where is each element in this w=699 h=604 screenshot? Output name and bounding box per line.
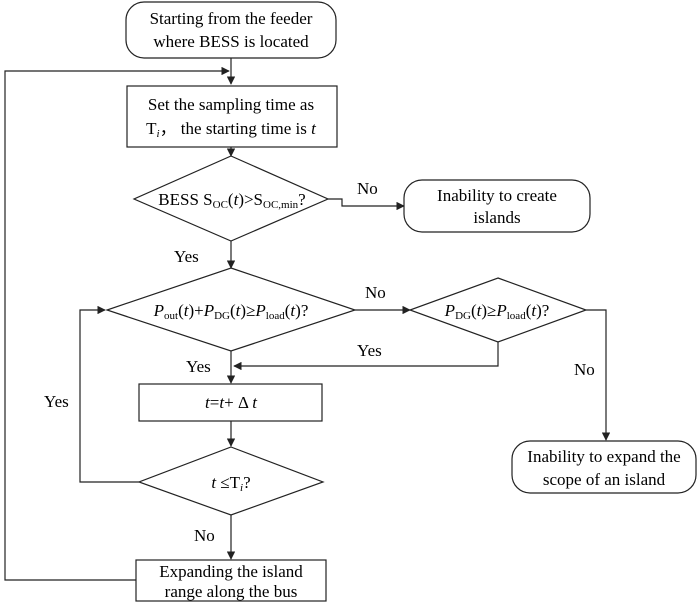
node-dg-check: PDG(t)≥Pload(t)? — [408, 277, 588, 343]
node-no-expand: Inability to expand the scope of an isla… — [511, 440, 697, 494]
label-soc-no: No — [357, 179, 378, 198]
power-check-label: Pout(t)+PDG(t)≥Pload(t)? — [153, 301, 309, 322]
expand-line-2: range along the bus — [165, 582, 298, 601]
node-set-sampling: Set the sampling time as Ti， the startin… — [126, 85, 338, 148]
expand-line-1: Expanding the island — [159, 562, 303, 581]
label-power-yes: Yes — [186, 357, 211, 376]
time-check-label: t ≤Ti? — [211, 473, 250, 494]
label-dg-no: No — [574, 360, 595, 379]
edge-time-yes — [79, 305, 139, 483]
node-soc-check: BESS SOC(t)>SOC,min? — [132, 155, 330, 242]
increment-label: t=t+ Δ t — [205, 393, 258, 412]
start-line-2: where BESS is located — [153, 32, 309, 51]
edge-expand-loop — [4, 66, 230, 581]
node-expand: Expanding the island range along the bus — [135, 559, 327, 602]
node-time-check: t ≤Ti? — [137, 446, 325, 516]
label-dg-yes: Yes — [357, 341, 382, 360]
node-increment: t=t+ Δ t — [138, 383, 323, 422]
node-no-islands: Inability to create islands — [403, 179, 591, 233]
set-sampling-line-2: Ti， the starting time is t — [146, 119, 317, 140]
node-power-check: Pout(t)+PDG(t)≥Pload(t)? — [105, 267, 357, 352]
label-time-no: No — [194, 526, 215, 545]
node-start: Starting from the feeder where BESS is l… — [125, 1, 337, 59]
start-line-1: Starting from the feeder — [150, 9, 313, 28]
label-soc-yes: Yes — [174, 247, 199, 266]
no-islands-line-2: islands — [473, 208, 520, 227]
no-expand-line-1: Inability to expand the — [527, 447, 680, 466]
no-islands-line-1: Inability to create — [437, 186, 557, 205]
dg-check-label: PDG(t)≥Pload(t)? — [444, 301, 550, 322]
label-time-yes: Yes — [44, 392, 69, 411]
soc-check-label: BESS SOC(t)>SOC,min? — [158, 190, 305, 211]
no-expand-line-2: scope of an island — [543, 470, 666, 489]
label-power-no: No — [365, 283, 386, 302]
edge-dg-no — [586, 309, 611, 441]
edge-labels: No Yes No Yes No Yes Yes No — [44, 179, 595, 545]
edge-soc-no — [328, 198, 405, 211]
set-sampling-line-1: Set the sampling time as — [148, 95, 314, 114]
